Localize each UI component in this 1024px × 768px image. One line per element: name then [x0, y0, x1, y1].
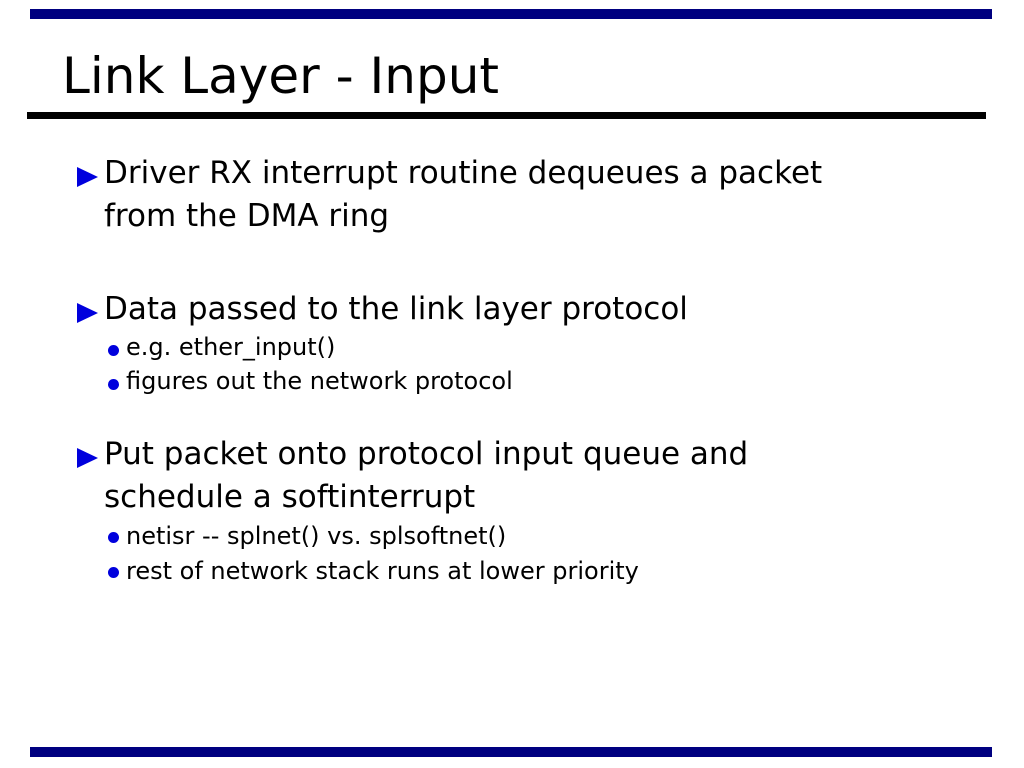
bullet-line: Data passed to the link layer protocol	[104, 291, 688, 327]
triangle-bullet-icon	[77, 448, 98, 468]
dot-bullet-icon	[108, 379, 119, 390]
bullet-item: Data passed to the link layer protocol	[104, 288, 688, 331]
page-title: Link Layer - Input	[62, 47, 499, 105]
dot-bullet-icon	[108, 567, 119, 578]
bullet-line: schedule a softinterrupt	[104, 479, 476, 515]
sub-bullet-item: e.g. ether_input()	[126, 333, 336, 361]
triangle-bullet-icon	[77, 167, 98, 187]
triangle-bullet-icon	[77, 303, 98, 323]
top-accent-bar	[30, 9, 992, 19]
sub-bullet-item: rest of network stack runs at lower prio…	[126, 557, 639, 585]
bullet-line: Put packet onto protocol input queue and	[104, 436, 749, 472]
dot-bullet-icon	[108, 345, 119, 356]
bullet-line: from the DMA ring	[104, 198, 390, 234]
bullet-item: Driver RX interrupt routine dequeues a p…	[104, 152, 822, 238]
sub-bullet-item: netisr -- splnet() vs. splsoftnet()	[126, 522, 507, 550]
bullet-item: Put packet onto protocol input queue and…	[104, 433, 748, 519]
title-underline-rule	[27, 112, 986, 119]
bottom-accent-bar	[30, 747, 992, 757]
dot-bullet-icon	[108, 532, 119, 543]
sub-bullet-item: figures out the network protocol	[126, 367, 513, 395]
bullet-line: Driver RX interrupt routine dequeues a p…	[104, 155, 823, 191]
